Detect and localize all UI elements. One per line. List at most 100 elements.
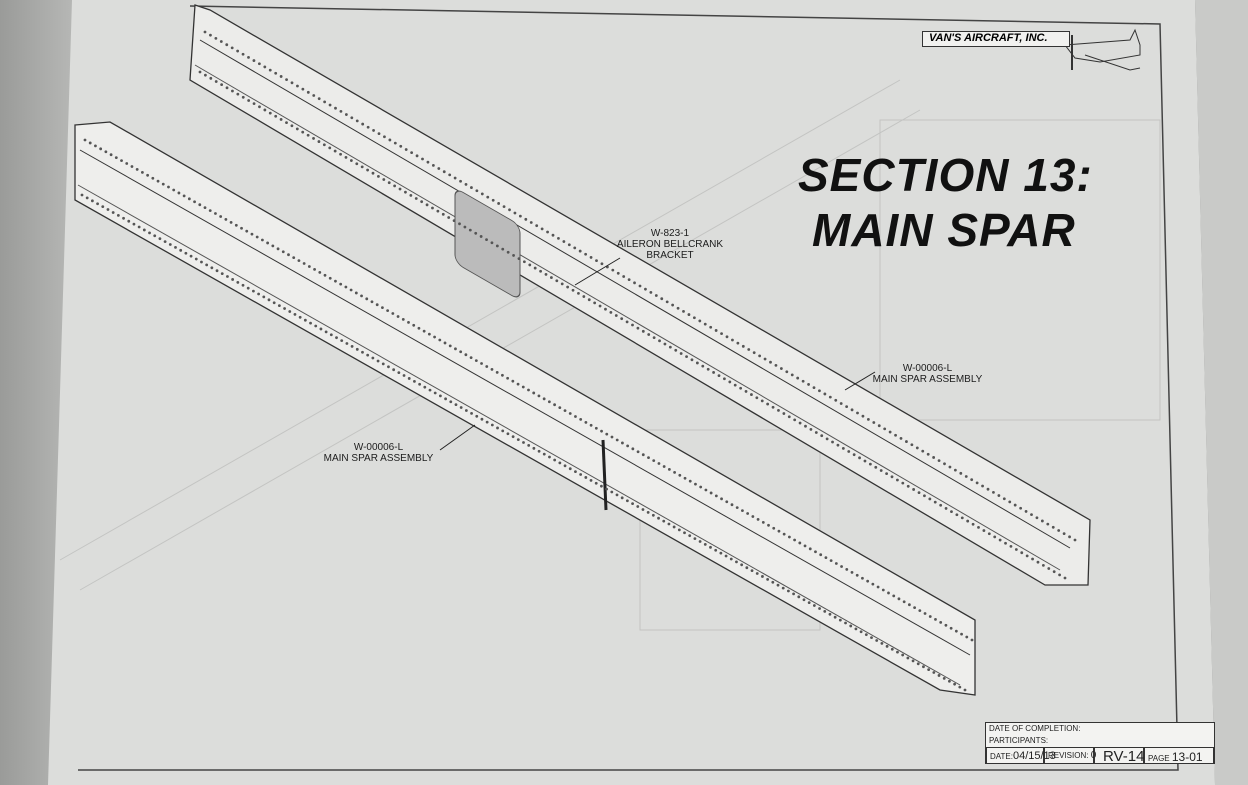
rivet-hole	[344, 113, 348, 116]
rivet-hole	[823, 392, 827, 396]
rivet-hole	[923, 494, 926, 498]
rivet-hole	[890, 475, 894, 479]
rivet-hole	[558, 461, 562, 465]
rivet-hole	[712, 371, 715, 374]
rivet-hole	[970, 638, 974, 642]
rivet-hole	[584, 476, 588, 479]
rivet-hole	[579, 418, 583, 421]
rivet-hole	[626, 444, 630, 448]
rivet-hole	[404, 190, 407, 194]
rivet-hole	[548, 455, 551, 459]
rivet-hole	[834, 562, 838, 565]
rivet-hole	[375, 303, 379, 307]
rivet-hole	[766, 577, 770, 581]
rivet-hole	[307, 265, 311, 268]
rivet-hole	[349, 159, 353, 162]
rivet-hole	[140, 170, 144, 174]
rivet-hole	[464, 353, 468, 357]
rivet-hole	[674, 348, 678, 352]
rivet-hole	[511, 379, 515, 383]
revision-cell: REVISION: 0	[1044, 747, 1096, 764]
rivet-hole	[167, 185, 170, 189]
rivet-hole	[116, 213, 120, 217]
rivet-hole	[838, 618, 842, 622]
rivet-hole	[823, 609, 827, 613]
rivet-hole	[582, 295, 586, 298]
rivet-hole	[831, 440, 834, 444]
rivet-hole	[574, 415, 577, 418]
rivet-hole	[695, 361, 699, 365]
rivet-hole	[475, 189, 479, 193]
rivet-hole	[641, 453, 645, 457]
rivet-hole	[163, 240, 167, 243]
rivet-hole	[495, 244, 499, 248]
rivet-hole	[360, 294, 363, 298]
rivet-hole	[578, 249, 582, 253]
rivet-hole	[982, 529, 986, 532]
rivet-hole	[660, 297, 664, 301]
rivet-hole	[443, 341, 447, 345]
rivet-hole	[558, 406, 562, 410]
rivet-hole	[855, 573, 859, 577]
rivet-hole	[861, 414, 865, 418]
rivet-hole	[355, 162, 359, 166]
rivet-hole	[387, 181, 391, 185]
rivet-hole	[560, 282, 564, 286]
rivet-hole	[1014, 548, 1018, 551]
rivet-hole	[747, 348, 751, 351]
rivet-hole	[625, 320, 629, 324]
rivet-hole	[120, 159, 123, 162]
rivet-hole	[410, 151, 414, 155]
rivet-hole	[868, 462, 872, 466]
rivet-hole	[787, 415, 791, 419]
rivet-hole	[247, 99, 251, 102]
rivet-hole	[328, 103, 332, 107]
rivet-hole	[441, 212, 445, 216]
rivet-hole	[94, 144, 97, 148]
rivet-hole	[899, 437, 903, 440]
callout-bellcrank-bracket: W-823-1 AILERON BELLCRANK BRACKET	[610, 228, 730, 261]
rivet-hole	[750, 569, 754, 573]
rivet-hole	[883, 427, 887, 431]
rivet-hole	[910, 443, 914, 447]
rivet-hole	[766, 402, 770, 406]
rivet-hole	[532, 391, 536, 395]
rivet-hole	[382, 178, 386, 181]
rivet-hole	[667, 468, 671, 471]
rivet-hole	[414, 197, 418, 200]
rivet-hole	[793, 418, 797, 422]
rivet-hole	[745, 566, 749, 570]
rivet-hole	[277, 304, 281, 308]
rivet-hole	[506, 376, 510, 380]
rivet-hole	[725, 335, 729, 339]
rivet-hole	[447, 216, 451, 219]
rivet-hole	[761, 575, 764, 578]
company-name: VAN'S AIRCRAFT, INC.	[922, 31, 1070, 47]
rivet-hole	[427, 332, 431, 336]
rivet-hole	[433, 335, 436, 339]
rivet-hole	[99, 147, 103, 151]
rivet-hole	[807, 383, 810, 386]
rivet-hole	[205, 263, 209, 267]
rivet-hole	[567, 243, 571, 247]
rivet-hole	[728, 380, 732, 384]
rivet-hole	[699, 485, 703, 489]
rivet-hole	[949, 626, 953, 630]
rivet-hole	[871, 582, 875, 586]
rivet-hole	[111, 211, 115, 214]
rivet-hole	[241, 52, 245, 56]
rivet-hole	[665, 300, 669, 304]
rivet-hole	[540, 227, 544, 231]
rivet-holes	[80, 30, 1077, 692]
rivet-hole	[407, 377, 411, 380]
rivet-hole	[958, 685, 962, 689]
rivet-hole	[566, 285, 570, 289]
rivet-hole	[203, 30, 207, 34]
rivet-hole	[475, 414, 479, 418]
rivet-hole	[442, 170, 446, 174]
rivet-hole	[611, 268, 615, 272]
rivet-hole	[679, 352, 683, 355]
rivet-hole	[885, 472, 888, 476]
rivet-hole	[463, 225, 467, 229]
rivet-hole	[511, 435, 515, 439]
